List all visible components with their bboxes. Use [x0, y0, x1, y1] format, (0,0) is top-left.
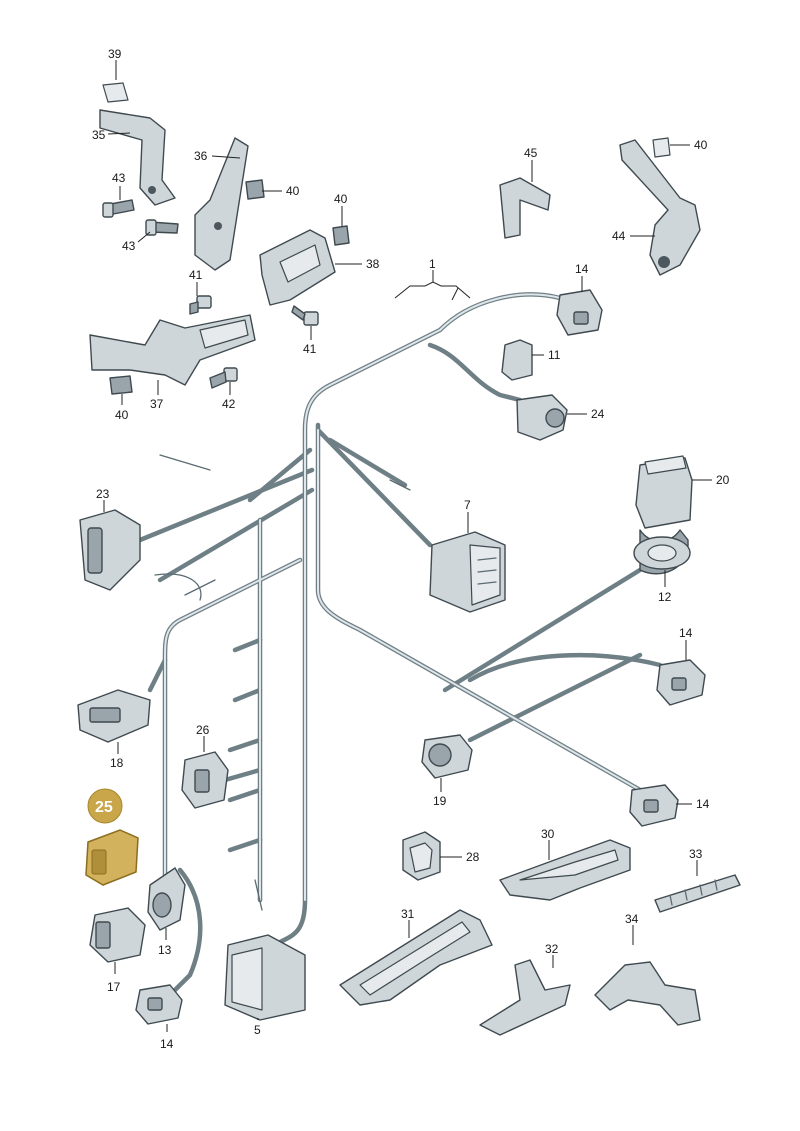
label-40-b: 40 — [334, 192, 348, 206]
bracket-38 — [259, 229, 336, 306]
label-14-mid: 14 — [679, 626, 693, 640]
label-36: 36 — [194, 149, 208, 163]
connector-7 — [429, 531, 506, 613]
label-17: 17 — [107, 980, 121, 994]
clip-39 — [102, 82, 129, 103]
connector-23 — [79, 509, 141, 591]
label-45: 45 — [524, 146, 538, 160]
bracket-36 — [194, 137, 249, 271]
part-25-badge — [87, 788, 123, 824]
bolt-43-lower — [145, 219, 179, 236]
bolt-42 — [209, 367, 238, 389]
connector-14-top — [556, 289, 603, 336]
cable-guide-31 — [339, 909, 493, 1006]
connector-25-highlighted — [85, 829, 139, 886]
connector-19 — [421, 734, 473, 779]
label-32: 32 — [545, 942, 559, 956]
grommet-13 — [147, 867, 186, 931]
label-23: 23 — [96, 487, 110, 501]
label-20: 20 — [716, 473, 730, 487]
label-7: 7 — [464, 498, 471, 512]
bolt-43-upper — [102, 199, 135, 218]
connector-24 — [516, 394, 568, 441]
connector-14-mid — [656, 659, 706, 706]
label-35: 35 — [92, 128, 106, 142]
grommet-12 — [633, 536, 691, 570]
connector-26 — [181, 751, 229, 809]
label-26: 26 — [196, 723, 210, 737]
bolt-41-b — [291, 305, 319, 326]
label-40-d: 40 — [694, 138, 708, 152]
label-14-bottom: 14 — [160, 1037, 174, 1051]
clip-40-c — [109, 375, 133, 395]
connector-17 — [89, 907, 146, 963]
clip-40-d — [652, 137, 671, 158]
bracket-45 — [499, 177, 551, 239]
relay-box-5 — [224, 934, 306, 1021]
label-39: 39 — [108, 47, 122, 61]
label-14-low: 14 — [696, 797, 710, 811]
label-40-a: 40 — [286, 184, 300, 198]
clip-40-a — [245, 179, 265, 200]
cable-guide-30 — [499, 839, 631, 901]
label-24: 24 — [591, 407, 605, 421]
label-43-lower: 43 — [122, 239, 136, 253]
wiring-harness — [137, 292, 663, 993]
label-18: 18 — [110, 756, 124, 770]
label-1: 1 — [429, 257, 436, 271]
bolt-41-a — [189, 295, 212, 315]
label-42: 42 — [222, 397, 236, 411]
label-41-b: 41 — [303, 342, 317, 356]
connector-14-bottom — [135, 984, 183, 1025]
label-40-c: 40 — [115, 408, 129, 422]
label-38: 38 — [366, 257, 380, 271]
label-12: 12 — [658, 590, 672, 604]
label-30: 30 — [541, 827, 555, 841]
bracket-35 — [99, 109, 176, 206]
callouts: 1 39 35 43 43 36 40 40 38 41 41 37 4 — [87, 47, 730, 1051]
clip-11 — [501, 339, 533, 381]
label-28: 28 — [466, 850, 480, 864]
label-31: 31 — [401, 907, 415, 921]
label-14-top: 14 — [575, 262, 589, 276]
cable-guide-32 — [479, 959, 571, 1036]
clip-28 — [402, 831, 441, 881]
clip-40-b — [332, 225, 350, 246]
label-19: 19 — [433, 794, 447, 808]
label-33: 33 — [689, 847, 703, 861]
clip-strip-33 — [654, 874, 741, 913]
bracket-34 — [594, 961, 701, 1026]
label-13: 13 — [158, 943, 172, 957]
label-41-a: 41 — [189, 268, 203, 282]
label-25: 25 — [95, 799, 113, 816]
connector-14-low — [629, 784, 679, 827]
bracket-37 — [89, 314, 256, 386]
bracket-44 — [619, 139, 701, 276]
label-44: 44 — [612, 229, 626, 243]
label-34: 34 — [625, 912, 639, 926]
label-11: 11 — [548, 348, 561, 362]
label-43-upper: 43 — [112, 171, 126, 185]
label-37: 37 — [150, 397, 164, 411]
connector-18 — [77, 689, 151, 743]
label-5: 5 — [254, 1023, 261, 1037]
